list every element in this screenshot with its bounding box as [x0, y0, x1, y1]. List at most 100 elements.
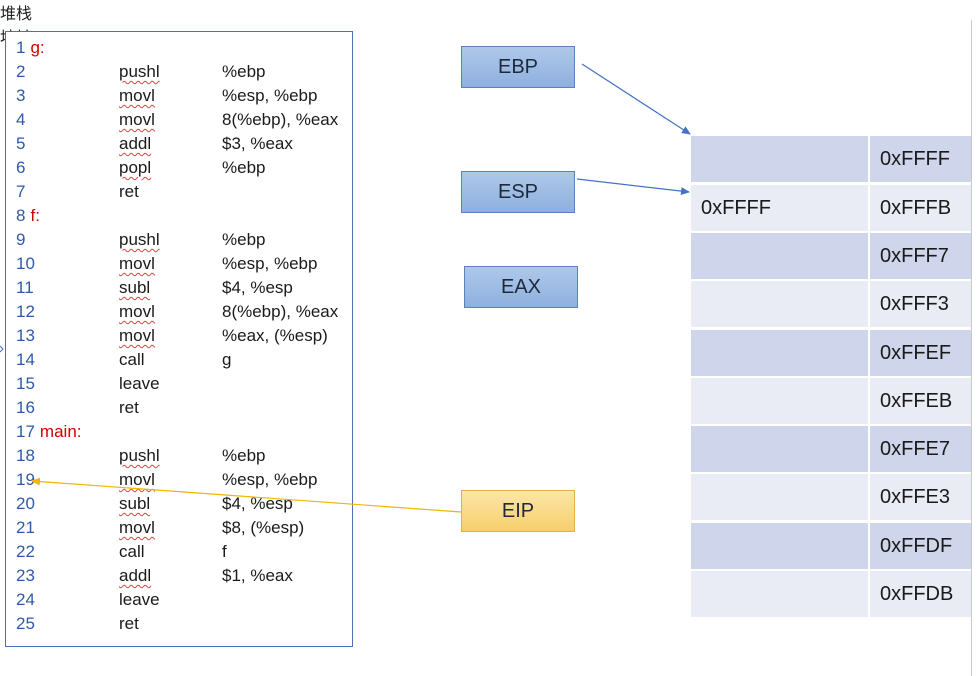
instruction-operands: $4, %esp: [222, 494, 293, 513]
line-number: 18: [16, 446, 35, 465]
line-number: 13: [16, 326, 35, 345]
page-edge-line: [971, 20, 972, 676]
instruction-mnemonic: movl: [119, 86, 155, 105]
instruction-operands: %esp, %ebp: [222, 470, 318, 489]
stack-address: 0xFFEF: [870, 329, 972, 376]
instruction-operands: %ebp: [222, 62, 266, 81]
instruction-mnemonic: pushl: [119, 230, 160, 249]
code-line: 2 pushl %ebp: [16, 61, 265, 83]
stack-slot: [691, 232, 868, 279]
line-number: 22: [16, 542, 35, 561]
instruction-mnemonic: leave: [119, 374, 160, 393]
instruction-mnemonic: leave: [119, 590, 160, 609]
line-number: 1: [16, 38, 26, 57]
line-number: 20: [16, 494, 35, 513]
line-number: 19: [16, 470, 35, 489]
instruction-operands: $1, %eax: [222, 566, 293, 585]
register-eax-box: EAX: [464, 266, 578, 308]
line-number: 15: [16, 374, 35, 393]
instruction-mnemonic: call: [119, 542, 145, 561]
register-esp-label: ESP: [497, 181, 539, 203]
code-line: 21 movl $8, (%esp): [16, 517, 304, 539]
stack-address: 0xFFDB: [870, 571, 972, 617]
left-edge-mark: [0, 345, 4, 353]
register-eip-label: EIP: [501, 500, 535, 522]
stack-address: 0xFFE7: [870, 426, 972, 473]
instruction-mnemonic: ret: [119, 182, 139, 201]
code-line: 12 movl 8(%ebp), %eax: [16, 301, 338, 323]
stack-slot: [691, 522, 868, 569]
function-label: main:: [39, 422, 82, 441]
register-eip-box: EIP: [461, 490, 575, 532]
code-line: 15 leave: [16, 373, 160, 395]
line-number: 7: [16, 182, 26, 201]
ebp-pointer-arrow: [581, 63, 691, 135]
code-line: 9 pushl %ebp: [16, 229, 265, 251]
instruction-operands: f: [222, 542, 227, 561]
stack-slot: [691, 281, 868, 328]
line-number: 11: [16, 278, 34, 297]
line-number: 9: [16, 230, 26, 249]
line-number: 24: [16, 590, 35, 609]
instruction-mnemonic: pushl: [119, 446, 160, 465]
line-number: 21: [16, 518, 35, 537]
stack-address: 0xFFEB: [870, 377, 972, 424]
stack-address: 0xFFFF: [870, 136, 972, 183]
instruction-operands: 8(%ebp), %eax: [222, 110, 339, 129]
line-number: 10: [16, 254, 35, 273]
line-number: 4: [16, 110, 26, 129]
stack-slot: [691, 571, 868, 617]
code-line: 24 leave: [16, 589, 160, 611]
code-line: 7 ret: [16, 181, 139, 203]
stack-address: 0xFFFB: [870, 184, 972, 231]
line-number: 8: [16, 206, 26, 225]
instruction-operands: %ebp: [222, 158, 266, 177]
stack-slot: [691, 136, 868, 183]
instruction-mnemonic: movl: [119, 518, 155, 537]
instruction-mnemonic: subl: [119, 494, 151, 513]
instruction-mnemonic: addl: [119, 134, 152, 153]
line-number: 12: [16, 302, 35, 321]
line-number: 2: [16, 62, 26, 81]
line-number: 17: [16, 422, 35, 441]
stack-table: 堆栈地址0xFFFF0xFFFF0xFFFB0xFFF70xFFF30xFFEF…: [0, 0, 977, 617]
line-number: 23: [16, 566, 35, 585]
function-label: g:: [30, 38, 45, 57]
stack-slot: [691, 377, 868, 424]
register-esp-box: ESP: [461, 171, 575, 213]
line-number: 3: [16, 86, 26, 105]
stack-address: 0xFFDF: [870, 522, 972, 569]
instruction-operands: $8, (%esp): [222, 518, 305, 537]
stack-slot: [691, 329, 868, 376]
instruction-operands: $4, %esp: [222, 278, 293, 297]
line-number: 6: [16, 158, 26, 177]
code-line: 20 subl $4, %esp: [16, 493, 293, 515]
line-number: 16: [16, 398, 35, 417]
instruction-mnemonic: movl: [119, 254, 155, 273]
instruction-mnemonic: ret: [119, 614, 139, 633]
esp-pointer-arrow: [576, 178, 690, 196]
instruction-mnemonic: movl: [119, 326, 155, 345]
instruction-mnemonic: movl: [119, 302, 155, 321]
instruction-operands: $3, %eax: [222, 134, 293, 153]
stack-slot: 0xFFFF: [691, 184, 868, 231]
stack-address: 0xFFE3: [870, 474, 972, 521]
stack-column-header: 堆栈: [0, 6, 33, 23]
instruction-mnemonic: pushl: [119, 62, 160, 81]
instruction-operands: %ebp: [222, 230, 266, 249]
line-number: 5: [16, 134, 26, 153]
instruction-operands: 8(%ebp), %eax: [222, 302, 339, 321]
stack-address: 0xFFF3: [870, 281, 972, 328]
instruction-operands: %esp, %ebp: [222, 254, 318, 273]
